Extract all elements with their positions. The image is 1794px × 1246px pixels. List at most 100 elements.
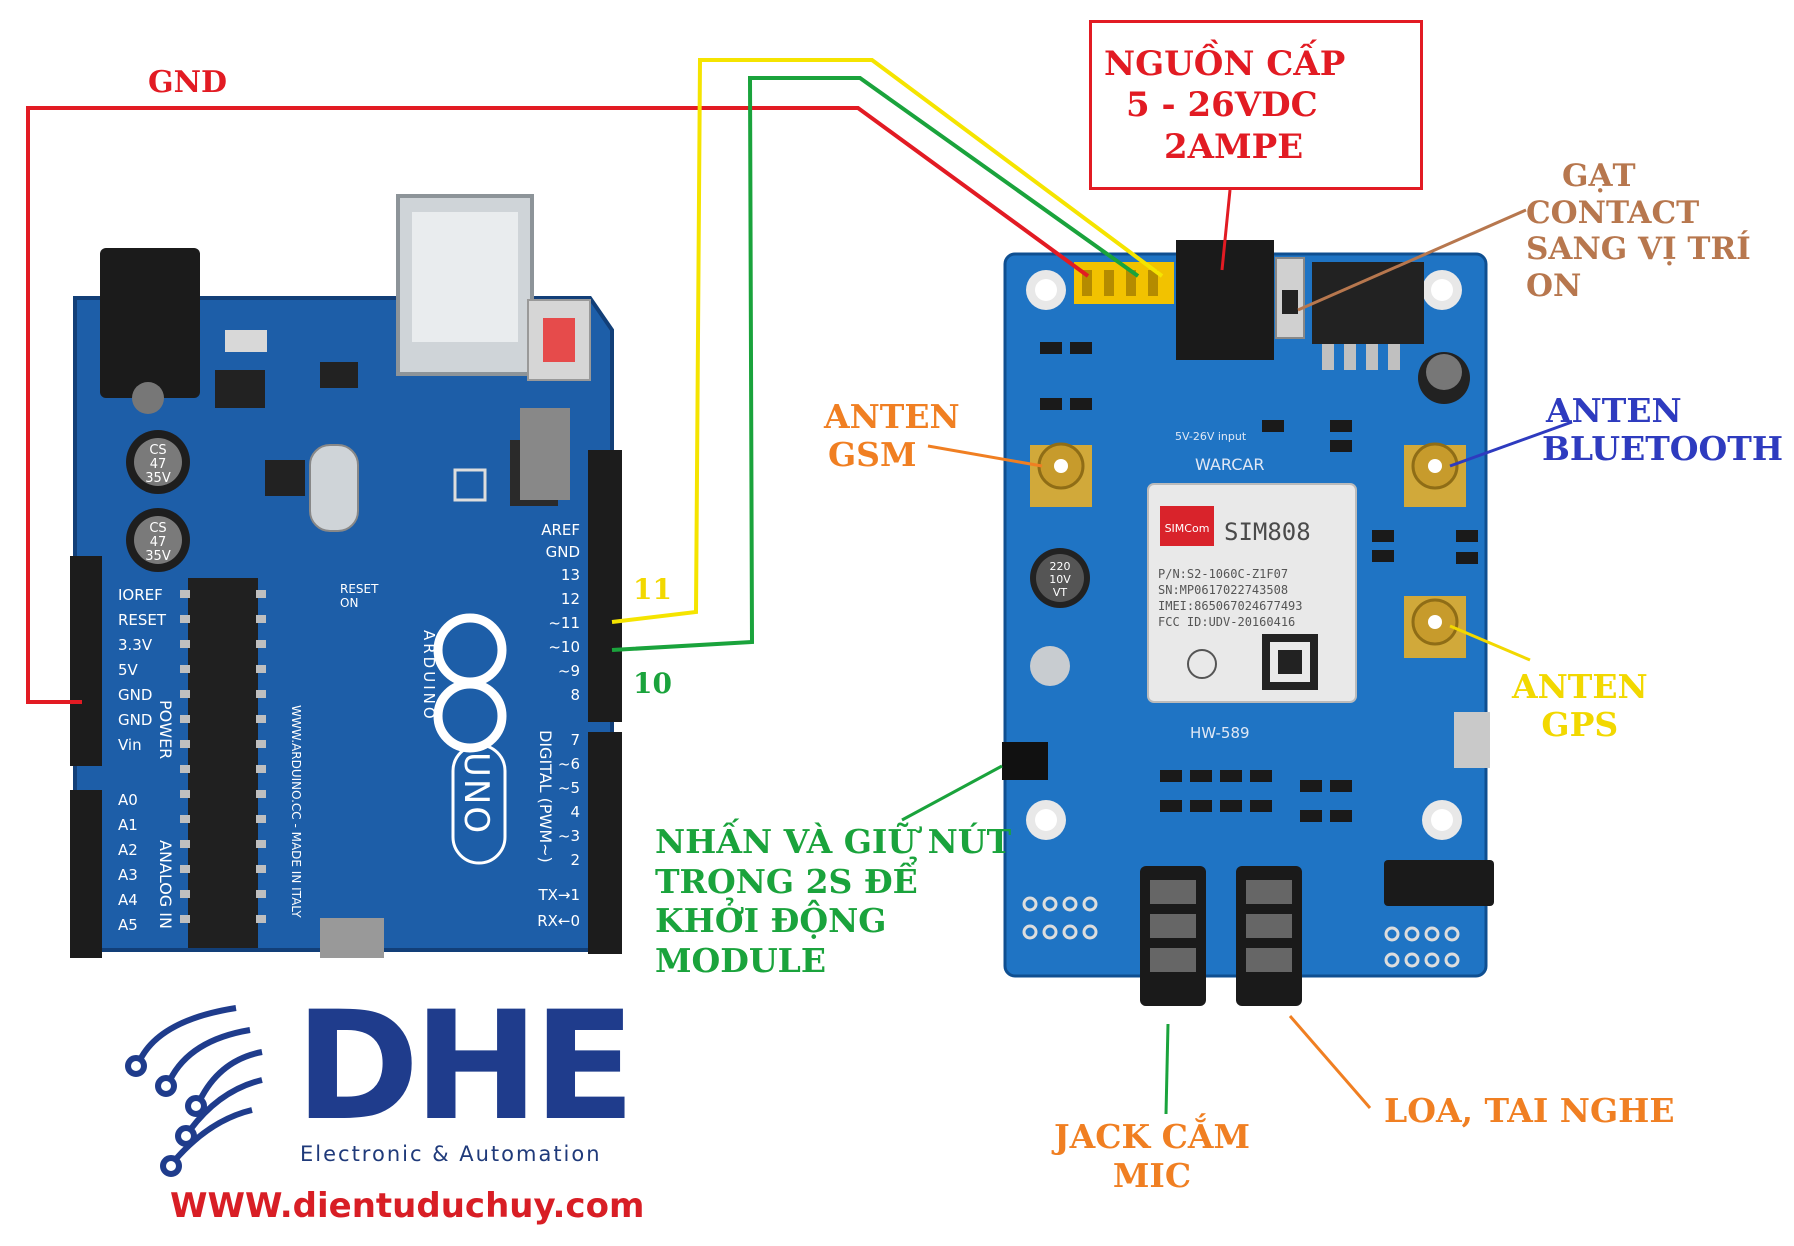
switch-line-1: GẠT xyxy=(1562,158,1636,194)
bt-line-2: BLUETOOTH xyxy=(1542,428,1784,468)
arduino-logo-text: ARDUINO xyxy=(420,630,438,722)
sim808-capacitor: 220 10V VT xyxy=(1030,548,1090,608)
wires xyxy=(26,58,1164,704)
power-section-label: POWER xyxy=(156,700,175,759)
arduino-url: WWW.ARDUINO.CC - MADE IN ITALY xyxy=(289,705,303,918)
reset-label: RESET xyxy=(340,582,379,596)
gps-antenna-connector xyxy=(1404,596,1466,658)
dhe-website: WWW.dientuduchuy.com xyxy=(170,1186,645,1226)
startup-line-2: TRONG 2S ĐỂ xyxy=(655,861,918,901)
pin-d1: TX→1 xyxy=(537,886,580,904)
arduino-uno-board: CS 47 35V CS 47 35V IOREF RESET 3 xyxy=(70,194,622,958)
speaker-jack xyxy=(1236,866,1302,1006)
pin-ioref: IOREF xyxy=(118,586,163,604)
sim808-board-id: HW-589 xyxy=(1190,724,1250,742)
speaker-jack-label: LOA, TAI NGHE xyxy=(1384,1091,1675,1130)
switch-label: GẠT CONTACT SANG VỊ TRÍ ON xyxy=(1526,158,1751,304)
dhe-logo-text: DHE xyxy=(295,980,636,1154)
gps-line-1: ANTEN xyxy=(1512,667,1648,706)
mic-jack-label: JACK CẮM MIC xyxy=(1054,1117,1251,1196)
pin11-wire xyxy=(611,58,1164,624)
switch-line-4: ON xyxy=(1526,267,1582,304)
pin-d12: 12 xyxy=(561,590,580,608)
arduino-digital-header-bottom xyxy=(588,732,622,954)
bt-antenna-connector xyxy=(1404,442,1466,507)
mic-line-1: JACK CẮM xyxy=(1054,1117,1251,1156)
chip-pins xyxy=(180,590,266,923)
gsm-antenna-connector xyxy=(1030,442,1092,507)
mic-callout-line xyxy=(1164,1023,1170,1115)
power-line-3: 2AMPE xyxy=(1164,126,1304,167)
pin-d2: 2 xyxy=(570,851,580,869)
startup-line-4: MODULE xyxy=(655,940,827,980)
switch-line-3: SANG VỊ TRÍ xyxy=(1526,231,1751,268)
svg-text:35V: 35V xyxy=(145,549,171,564)
arduino-model: UNO xyxy=(456,752,496,835)
pin-gnd-2: GND xyxy=(118,711,152,729)
on-label: ON xyxy=(340,596,358,610)
power-supply-label: NGUỒN CẤP 5 - 26VDC 2AMPE xyxy=(1104,44,1345,168)
mic-jack xyxy=(1140,866,1206,1006)
svg-text:10V: 10V xyxy=(1049,573,1071,586)
pin-vin: Vin xyxy=(118,736,142,754)
arduino-capacitor-2: CS 47 35V xyxy=(126,508,190,572)
pin-d3: ~3 xyxy=(558,827,580,845)
power-line-2: 5 - 26VDC xyxy=(1126,85,1318,126)
gsm-callout-line xyxy=(927,444,1043,468)
switch-line-2: CONTACT xyxy=(1526,194,1700,231)
sim808-module: WARCAR 5V-26V input SIMCom SIM808 P/N:S2… xyxy=(1002,240,1494,1006)
sim808-brand-warcar: WARCAR xyxy=(1195,455,1264,474)
pin-d9: ~9 xyxy=(558,662,580,680)
svg-text:VT: VT xyxy=(1053,586,1068,599)
pin-aref: AREF xyxy=(541,521,580,539)
startup-line-1: NHẤN VÀ GIỮ NÚT xyxy=(655,822,1012,861)
arduino-power-jack xyxy=(100,248,200,398)
sim808-power-key-button xyxy=(1002,742,1048,780)
gsm-line-1: ANTEN xyxy=(824,397,960,436)
sim808-chip: SIMCom SIM808 P/N:S2-1060C-Z1F07 SN:MP06… xyxy=(1147,483,1357,703)
power-line-1: NGUỒN CẤP xyxy=(1104,44,1346,84)
pin-a1: A1 xyxy=(118,816,138,834)
pin-d11: ~11 xyxy=(548,614,580,632)
pin-d5: ~5 xyxy=(558,779,580,797)
svg-text:CS: CS xyxy=(149,443,166,458)
pin-gnd-d: GND xyxy=(546,543,580,561)
svg-text:FCC ID:UDV-20160416: FCC ID:UDV-20160416 xyxy=(1158,615,1295,629)
sim808-side-jack xyxy=(1384,860,1494,906)
mic-line-2: MIC xyxy=(1112,1155,1192,1195)
svg-text:SN:MP0617022743508: SN:MP0617022743508 xyxy=(1158,583,1288,597)
dhe-subtitle: Electronic & Automation xyxy=(300,1142,602,1166)
bt-line-1: ANTEN xyxy=(1546,391,1682,430)
gnd-label: GND xyxy=(148,65,228,100)
pin-d6: ~6 xyxy=(558,755,580,773)
digital-section-label: DIGITAL (PWM~) xyxy=(536,730,555,863)
atmega-chip xyxy=(188,578,258,948)
pin-3v3: 3.3V xyxy=(118,636,153,654)
svg-text:CS: CS xyxy=(149,521,166,536)
svg-text:IMEI:865067024677493: IMEI:865067024677493 xyxy=(1158,599,1303,613)
arduino-power-header xyxy=(70,556,102,766)
icsp-header xyxy=(320,918,384,958)
svg-text:SIMCom: SIMCom xyxy=(1165,522,1210,535)
pin-d7: 7 xyxy=(570,731,580,749)
pin-a2: A2 xyxy=(118,841,138,859)
pin10-wire xyxy=(611,76,1140,652)
arduino-capacitor-1: CS 47 35V xyxy=(126,430,190,494)
pin10-label: 10 xyxy=(633,667,672,700)
switch-callout-line xyxy=(1297,208,1527,312)
bt-callout-line xyxy=(1449,420,1573,468)
pin-d8: 8 xyxy=(570,686,580,704)
analog-section-label: ANALOG IN xyxy=(156,840,175,929)
sim808-micro-usb xyxy=(1454,712,1490,768)
gps-callout-line xyxy=(1449,624,1531,662)
gsm-line-2: GSM xyxy=(828,434,917,474)
svg-text:47: 47 xyxy=(150,535,167,550)
gps-line-2: GPS xyxy=(1541,704,1619,744)
sim808-input-label: 5V-26V input xyxy=(1175,430,1247,443)
gsm-antenna-label: ANTEN GSM xyxy=(824,398,960,473)
bluetooth-antenna-label: ANTEN BLUETOOTH xyxy=(1542,392,1783,467)
pin-reset: RESET xyxy=(118,611,167,629)
pin-5v: 5V xyxy=(118,661,139,679)
pin-d10: ~10 xyxy=(548,638,580,656)
